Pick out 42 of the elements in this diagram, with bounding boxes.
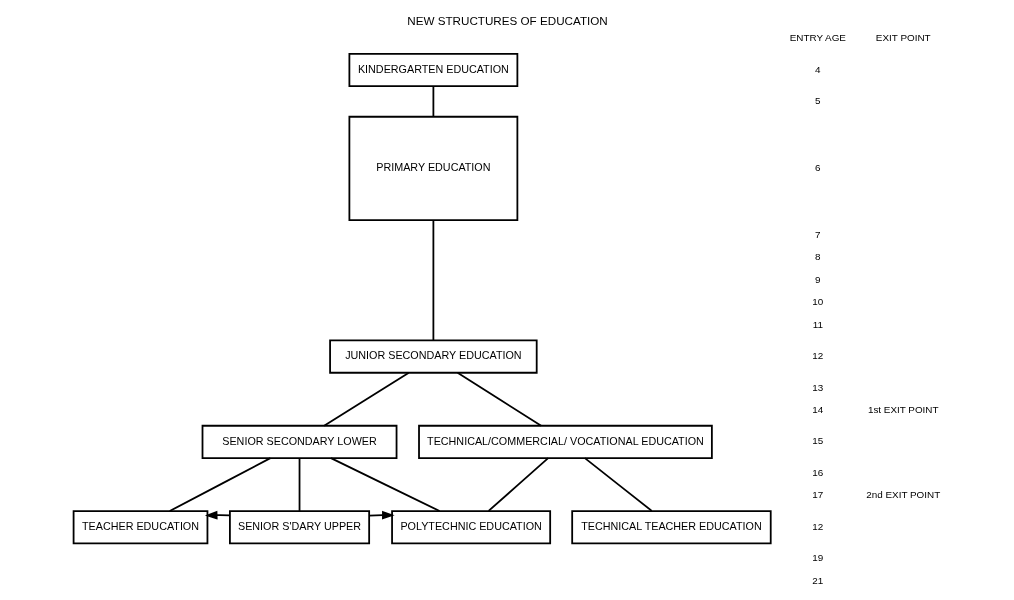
label: 2nd EXIT POINT	[865, 489, 940, 501]
node-box: POLYTECHNIC EDUCATION	[390, 510, 551, 545]
connector	[432, 85, 434, 118]
connector	[168, 457, 271, 512]
label: 9	[814, 273, 821, 285]
diagram-title: NEW STRUCTURES OF EDUCATION	[406, 13, 608, 27]
node-box: JUNIOR SECONDARY EDUCATION	[328, 339, 538, 374]
arrow	[204, 510, 231, 520]
arrow	[367, 510, 395, 520]
node-box: SENIOR SECONDARY LOWER	[201, 424, 397, 459]
node-box: PRIMARY EDUCATION	[348, 115, 518, 221]
label: 16	[811, 466, 823, 478]
label: ENTRY AGE	[789, 32, 846, 44]
node-box: KINDERGARTEN EDUCATION	[348, 52, 518, 88]
label: 17	[811, 489, 823, 501]
label: 10	[811, 296, 823, 308]
connector	[329, 457, 440, 512]
connector	[456, 371, 542, 427]
node-box: TECHNICAL TEACHER EDUCATION	[570, 510, 772, 545]
connector	[583, 457, 653, 512]
connector	[487, 457, 549, 512]
label: 4	[814, 63, 821, 75]
label: 1st EXIT POINT	[867, 404, 939, 416]
node-box: TECHNICAL/COMMERCIAL/ VOCATIONAL EDUCATION	[417, 424, 713, 459]
connector	[298, 457, 300, 512]
label: 13	[811, 381, 823, 393]
node-box: TEACHER EDUCATION	[72, 510, 208, 545]
label: 12	[811, 520, 823, 532]
connector	[432, 219, 434, 342]
label: 14	[811, 404, 823, 416]
label: 6	[814, 161, 821, 173]
connector	[322, 371, 410, 427]
label: 19	[811, 552, 823, 564]
label: 15	[811, 435, 823, 447]
label: 21	[811, 574, 823, 586]
label: 12	[811, 350, 823, 362]
label: EXIT POINT	[875, 32, 931, 44]
node-box: SENIOR S'DARY UPPER	[228, 510, 370, 545]
label: 8	[814, 251, 821, 263]
label: 5	[814, 94, 821, 106]
label: 7	[814, 228, 821, 240]
label: 11	[812, 318, 823, 330]
